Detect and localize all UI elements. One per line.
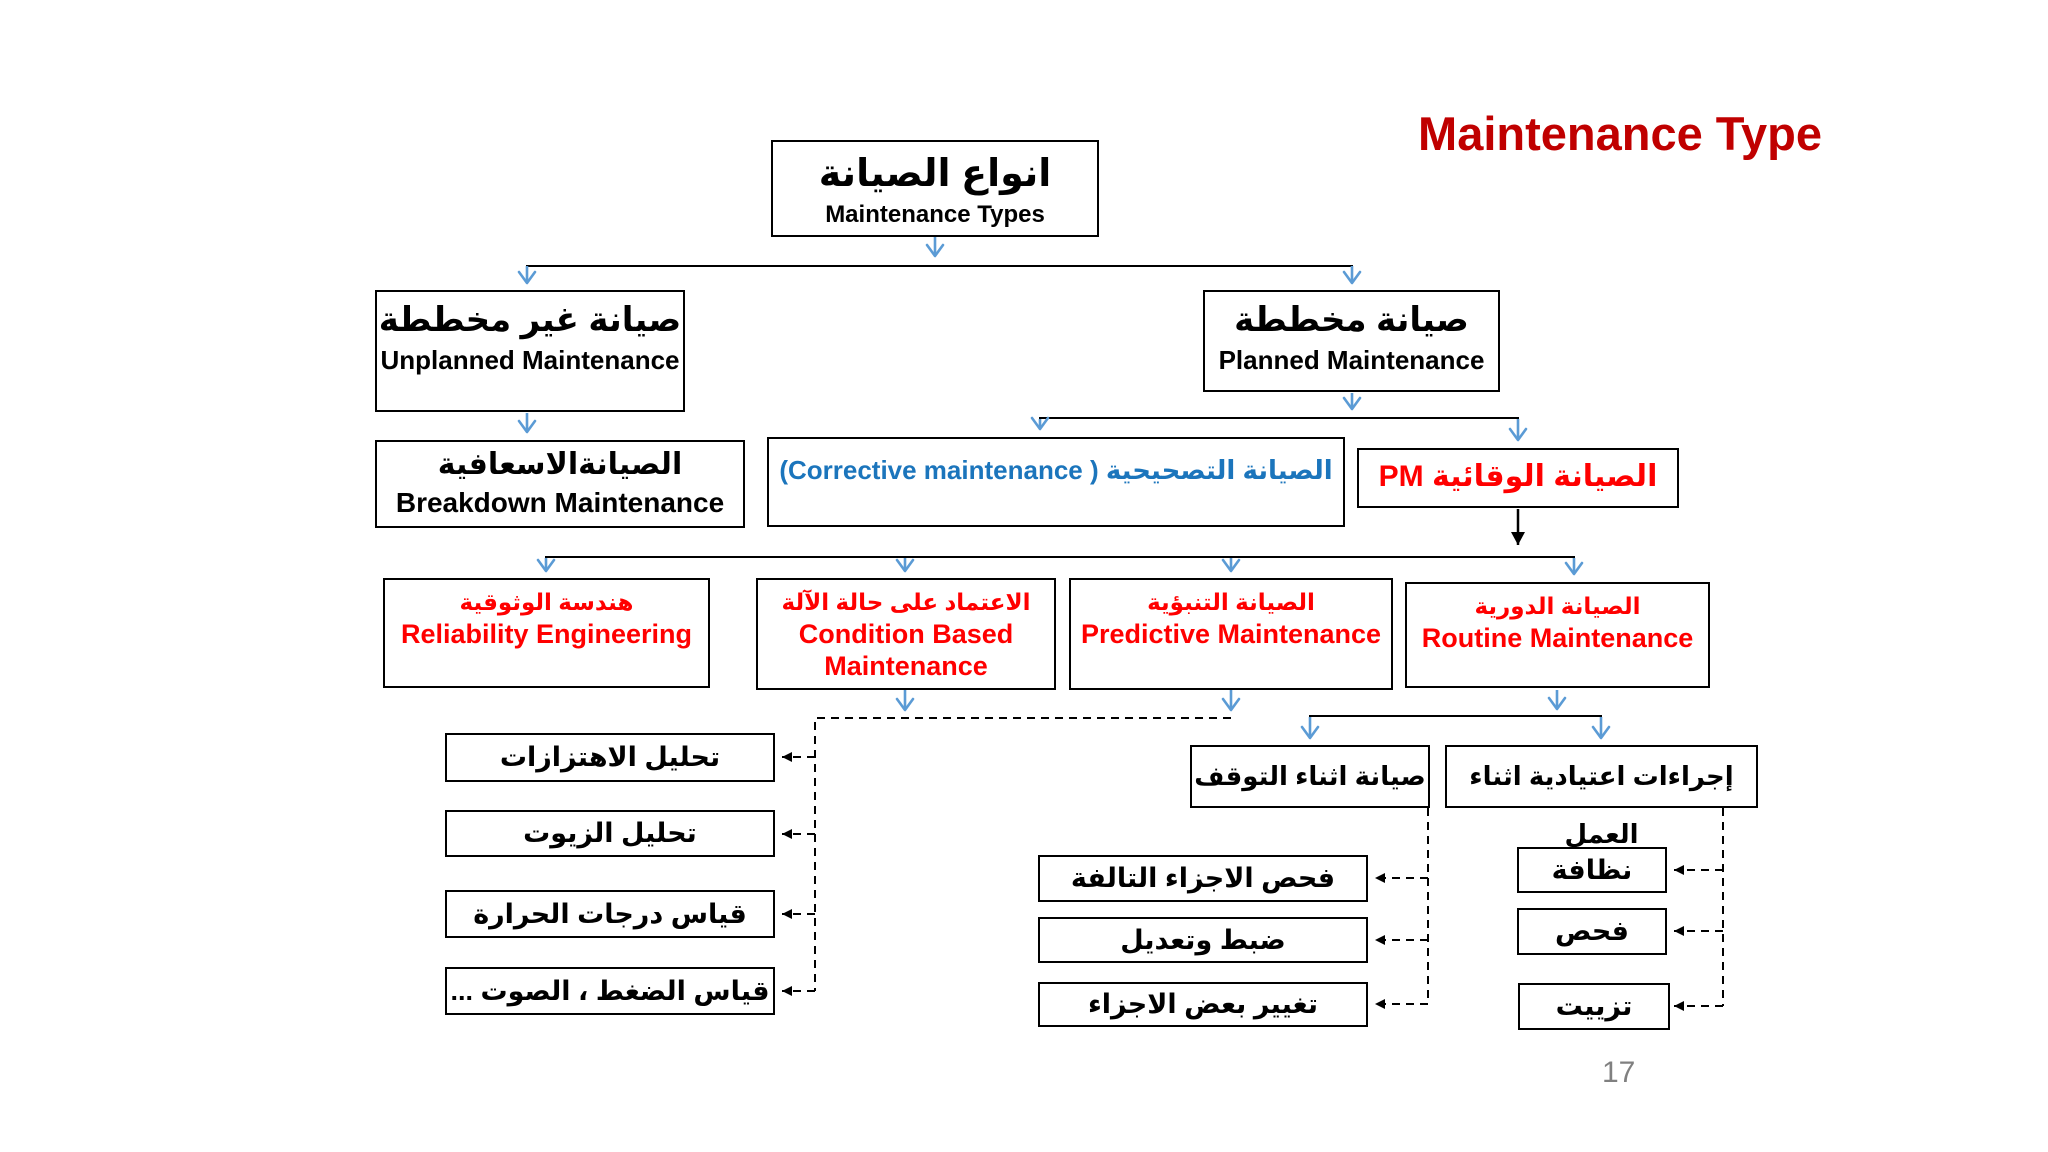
node-predictive-english: Predictive Maintenance (1080, 619, 1382, 649)
leaf-pressure-sound-measurement: قياس الضغط ، الصوت ... (445, 967, 775, 1015)
node-routine-arabic: الصيانة الدورية (1474, 593, 1641, 619)
leaf-temperature-measurement: قياس درجات الحرارة (445, 890, 775, 938)
leaf-cleaning: نظافة (1517, 847, 1667, 893)
leaf-adjust-and-tune: ضبط وتعديل (1038, 917, 1368, 963)
node-corrective-maintenance: (Corrective maintenance ) الصيانة التصحي… (767, 437, 1345, 527)
node-maintenance-types: انواع الصيانة Maintenance Types (771, 140, 1099, 237)
node-routine-english: Routine Maintenance (1421, 623, 1694, 653)
node-planned-maintenance: صيانة مخططة Planned Maintenance (1203, 290, 1500, 392)
node-preventive-maintenance-pm: الصيانة الوقائية PM (1357, 448, 1679, 508)
leaf-lubrication: تزييت (1518, 983, 1670, 1030)
node-unplanned-english: Unplanned Maintenance (380, 345, 680, 375)
node-predictive-maintenance: الصيانة التنبؤية Predictive Maintenance (1069, 578, 1393, 690)
leaf-oil-analysis: تحليل الزيوت (445, 810, 775, 857)
node-pm-label: الصيانة الوقائية PM (1378, 460, 1658, 493)
node-breakdown-maintenance: الصيانةالاسعافية Breakdown Maintenance (375, 440, 745, 528)
node-condition-based-maintenance: الاعتماد على حالة الآلة Condition Based … (756, 578, 1056, 690)
node-breakdown-arabic: الصيانةالاسعافية (437, 448, 683, 481)
header-routine-procedures-during-work: إجراءات اعتيادية اثناء العمل (1445, 745, 1758, 849)
leaf-inspect-damaged-parts: فحص الاجزاء التالفة (1038, 855, 1368, 902)
node-maintenance-types-english: Maintenance Types (825, 201, 1045, 228)
node-unplanned-arabic: صيانة غير مخططة (378, 301, 682, 339)
node-condition-based-arabic: الاعتماد على حالة الآلة (781, 589, 1031, 615)
node-breakdown-english: Breakdown Maintenance (395, 487, 725, 518)
leaf-replace-some-parts: تغيير بعض الاجزاء (1038, 982, 1368, 1027)
node-routine-maintenance: الصيانة الدورية Routine Maintenance (1405, 582, 1710, 688)
node-reliability-arabic: هندسة الوثوقية (459, 589, 634, 615)
node-corrective-label: (Corrective maintenance ) الصيانة التصحي… (779, 455, 1333, 485)
node-reliability-engineering: هندسة الوثوقية Reliability Engineering (383, 578, 710, 688)
leaf-vibration-analysis: تحليل الاهتزازات (445, 733, 775, 782)
node-maintenance-types-arabic: انواع الصيانة (818, 153, 1052, 195)
slide-title: Maintenance Type (1418, 107, 1822, 160)
node-reliability-english: Reliability Engineering (400, 619, 693, 649)
node-planned-arabic: صيانة مخططة (1234, 301, 1469, 339)
node-planned-english: Planned Maintenance (1218, 345, 1485, 375)
leaf-inspection: فحص (1517, 908, 1667, 955)
node-condition-based-english: Condition Based Maintenance (798, 619, 1014, 681)
page-number: 17 (1602, 1056, 1636, 1089)
node-predictive-arabic: الصيانة التنبؤية (1147, 589, 1315, 615)
node-unplanned-maintenance: صيانة غير مخططة Unplanned Maintenance (375, 290, 685, 412)
header-shutdown-maintenance: صيانة اثناء التوقف (1190, 745, 1430, 808)
